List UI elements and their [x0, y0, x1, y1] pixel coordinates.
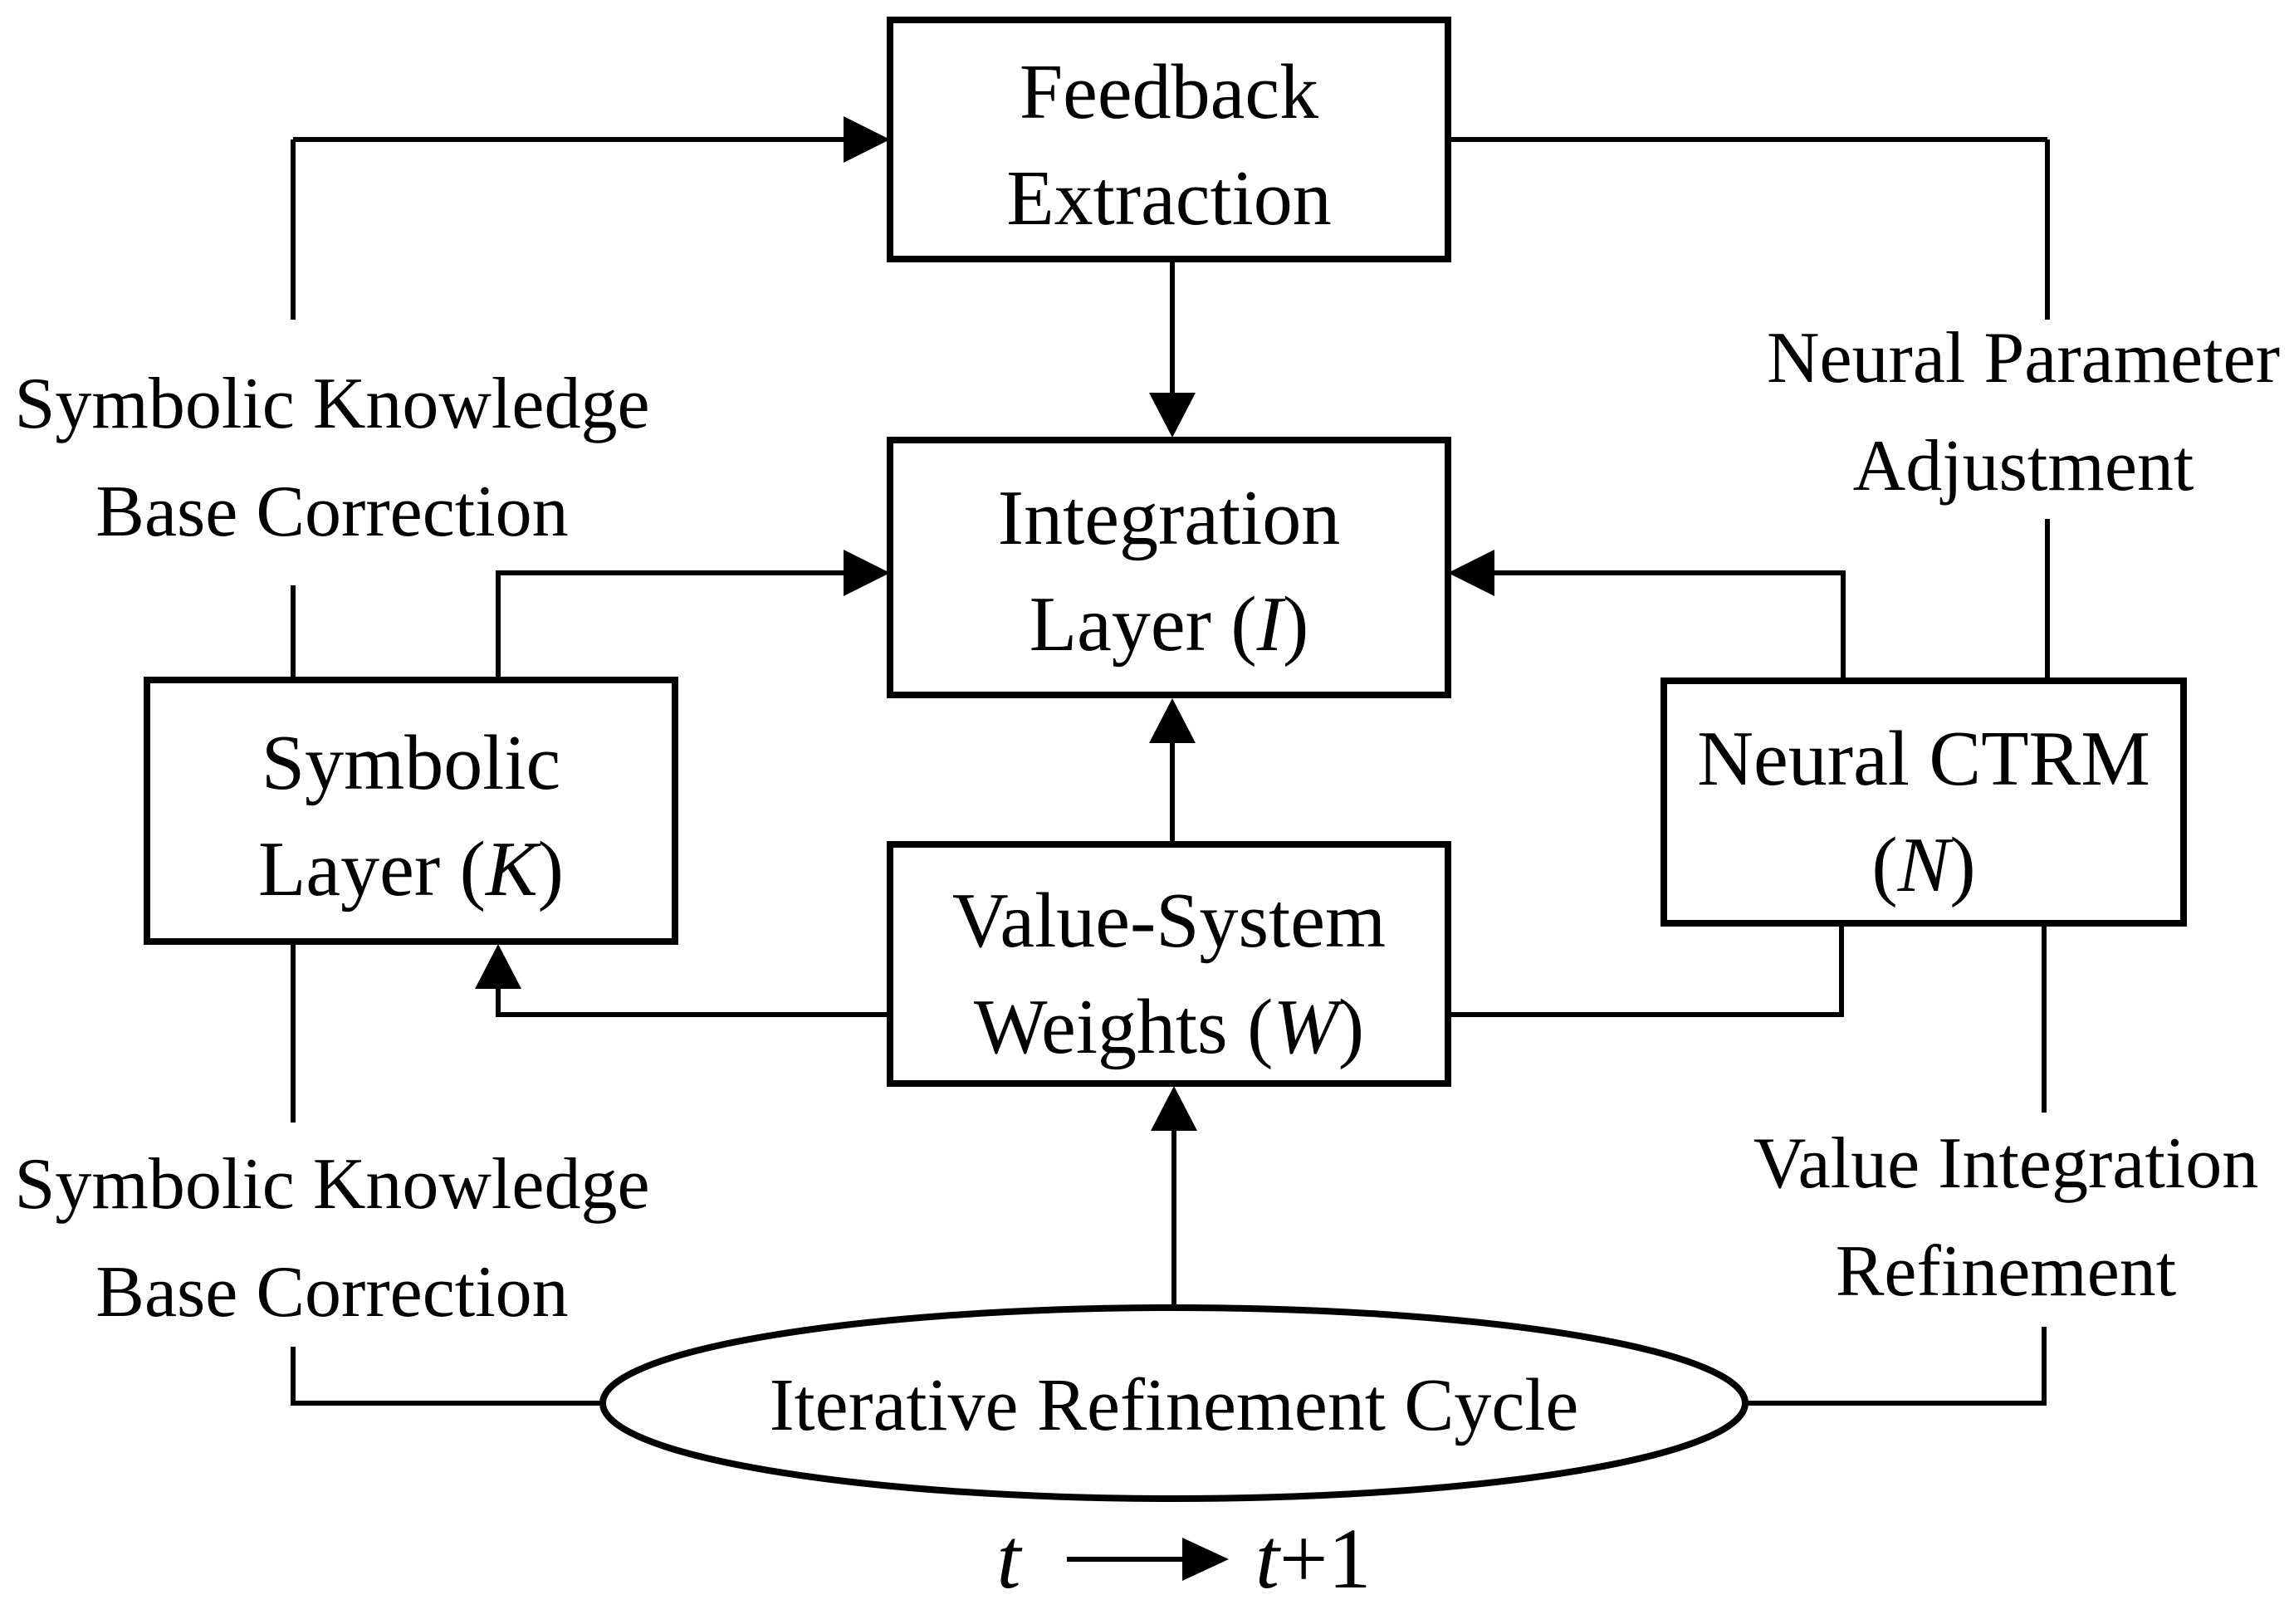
label-text: Weights (	[974, 984, 1274, 1070]
arrowhead-into-integration-right	[1448, 550, 1494, 596]
edge-label-line1: Symbolic Knowledge	[14, 364, 649, 444]
node-integration-layer: Integration Layer (I)	[887, 437, 1451, 698]
label-text: )	[1338, 984, 1364, 1070]
edge-label-bottom-left: Symbolic Knowledge Base Correction	[14, 1144, 649, 1333]
node-symbolic-layer: Symbolic Layer (K)	[144, 677, 678, 945]
edge-label-line1: Symbolic Knowledge	[14, 1144, 649, 1225]
edge-symbolic-to-integration	[496, 550, 890, 677]
label-text: )	[1283, 581, 1308, 668]
edge-label-bottom-right: Value Integration Refinement	[1753, 1123, 2258, 1312]
label-variable: N	[1897, 822, 1954, 908]
arrowhead-into-feedback-extraction	[844, 116, 890, 163]
label-text: Symbolic Knowledge	[14, 1144, 649, 1225]
label-text: Symbolic	[262, 720, 560, 806]
edge-label-top-left: Symbolic Knowledge Base Correction	[14, 364, 649, 552]
label-text: Neural Parameter	[1767, 318, 2280, 399]
edge-neural-to-integration	[1448, 550, 1846, 678]
label-text: Refinement	[1836, 1231, 2177, 1312]
label-variable: I	[1256, 581, 1286, 668]
symbolic-layer-box	[144, 677, 678, 945]
label-text: )	[538, 826, 564, 912]
value-system-weights-label-line2: Weights (W)	[974, 984, 1364, 1070]
feedback-extraction-label-line2: Extraction	[1006, 155, 1332, 242]
node-iterative-refinement-cycle: Iterative Refinement Cycle	[599, 1304, 1749, 1502]
edge-label-top-right: Neural Parameter Adjustment	[1767, 318, 2280, 506]
iterative-refinement-cycle-label: Iterative Refinement Cycle	[770, 1364, 1579, 1446]
arrowhead-into-integration-left	[844, 550, 890, 596]
value-system-weights-box	[887, 841, 1451, 1087]
label-text: Integration	[998, 475, 1340, 561]
label-text: Layer (	[258, 826, 486, 912]
label-text: Neural CTRM	[1697, 716, 2150, 802]
neural-ctrm-label-line2: (N)	[1871, 822, 1975, 908]
symbolic-layer-label-line1: Symbolic	[262, 720, 560, 806]
timestep-annotation: t t+1	[997, 1511, 1372, 1607]
label-text: Layer (	[1030, 581, 1257, 668]
label-text: +1	[1279, 1511, 1372, 1607]
integration-layer-label-line2: Layer (I)	[1030, 581, 1309, 668]
label-text: Symbolic Knowledge	[14, 364, 649, 444]
node-value-system-weights: Value-System Weights (W)	[887, 841, 1451, 1087]
timestep-arrowhead	[1182, 1538, 1229, 1581]
edge-weights-to-symbolic	[475, 944, 888, 1017]
edge-weights-to-neural	[1450, 926, 1844, 1017]
node-feedback-extraction: Feedback Extraction	[887, 17, 1451, 262]
label-text: t	[997, 1511, 1023, 1607]
neural-ctrm-box	[1661, 677, 2187, 927]
arrowhead-into-integration-bottom	[1149, 698, 1196, 743]
edge-segment	[1450, 926, 1844, 1017]
integration-layer-box	[887, 437, 1451, 698]
edge-segment	[291, 1347, 603, 1406]
value-system-weights-label-line1: Value-System	[952, 878, 1386, 964]
arrowhead-into-integration-top	[1149, 393, 1196, 438]
label-text: Value-System	[952, 878, 1386, 964]
edge-cycle-to-weights	[1151, 1086, 1197, 1305]
label-text: Extraction	[1006, 155, 1332, 242]
label-variable: W	[1273, 984, 1344, 1070]
label-text: )	[1949, 822, 1975, 908]
timestep-from: t	[997, 1511, 1023, 1607]
feedback-extraction-label-line1: Feedback	[1020, 49, 1318, 135]
edge-label-line2: Base Correction	[95, 472, 568, 552]
label-text: Value Integration	[1753, 1123, 2258, 1204]
arrowhead-into-symbolic-bottom	[475, 944, 521, 989]
label-variable: t	[1255, 1511, 1281, 1607]
edge-segment	[1745, 1327, 2047, 1406]
edge-segment	[496, 570, 849, 677]
label-variable: K	[484, 826, 541, 912]
edge-feedback-to-integration	[1149, 262, 1196, 438]
edge-label-line2: Refinement	[1836, 1231, 2177, 1312]
symbolic-layer-label-line2: Layer (K)	[258, 826, 564, 912]
edge-neural-to-cycle	[1745, 921, 2047, 1406]
edge-label-line2: Base Correction	[95, 1252, 568, 1333]
timestep-to: t+1	[1255, 1511, 1372, 1607]
iterative-refinement-cycle-ellipse	[599, 1304, 1749, 1502]
feedback-extraction-box	[887, 17, 1451, 262]
edge-symbolic-to-feedback	[291, 116, 890, 677]
label-text: Iterative Refinement Cycle	[770, 1364, 1579, 1446]
edge-segment	[1489, 570, 1846, 678]
label-text: Adjustment	[1853, 426, 2194, 506]
arrowhead-into-weights-bottom	[1151, 1086, 1197, 1131]
edge-weights-to-integration	[1149, 698, 1196, 842]
node-neural-ctrm: Neural CTRM (N)	[1661, 677, 2187, 927]
integration-layer-label-line1: Integration	[998, 475, 1340, 561]
edge-label-line2: Adjustment	[1853, 426, 2194, 506]
edge-label-line1: Neural Parameter	[1767, 318, 2280, 399]
edge-label-line1: Value Integration	[1753, 1123, 2258, 1204]
edge-cycle-to-symbolic	[291, 939, 603, 1406]
edge-feedback-to-neural	[1451, 137, 2050, 678]
label-text: Base Correction	[95, 1252, 568, 1333]
neural-ctrm-label-line1: Neural CTRM	[1697, 716, 2150, 802]
label-text: (	[1871, 822, 1897, 908]
label-text: Feedback	[1020, 49, 1318, 135]
label-text: Base Correction	[95, 472, 568, 552]
edge-segment	[496, 985, 888, 1017]
